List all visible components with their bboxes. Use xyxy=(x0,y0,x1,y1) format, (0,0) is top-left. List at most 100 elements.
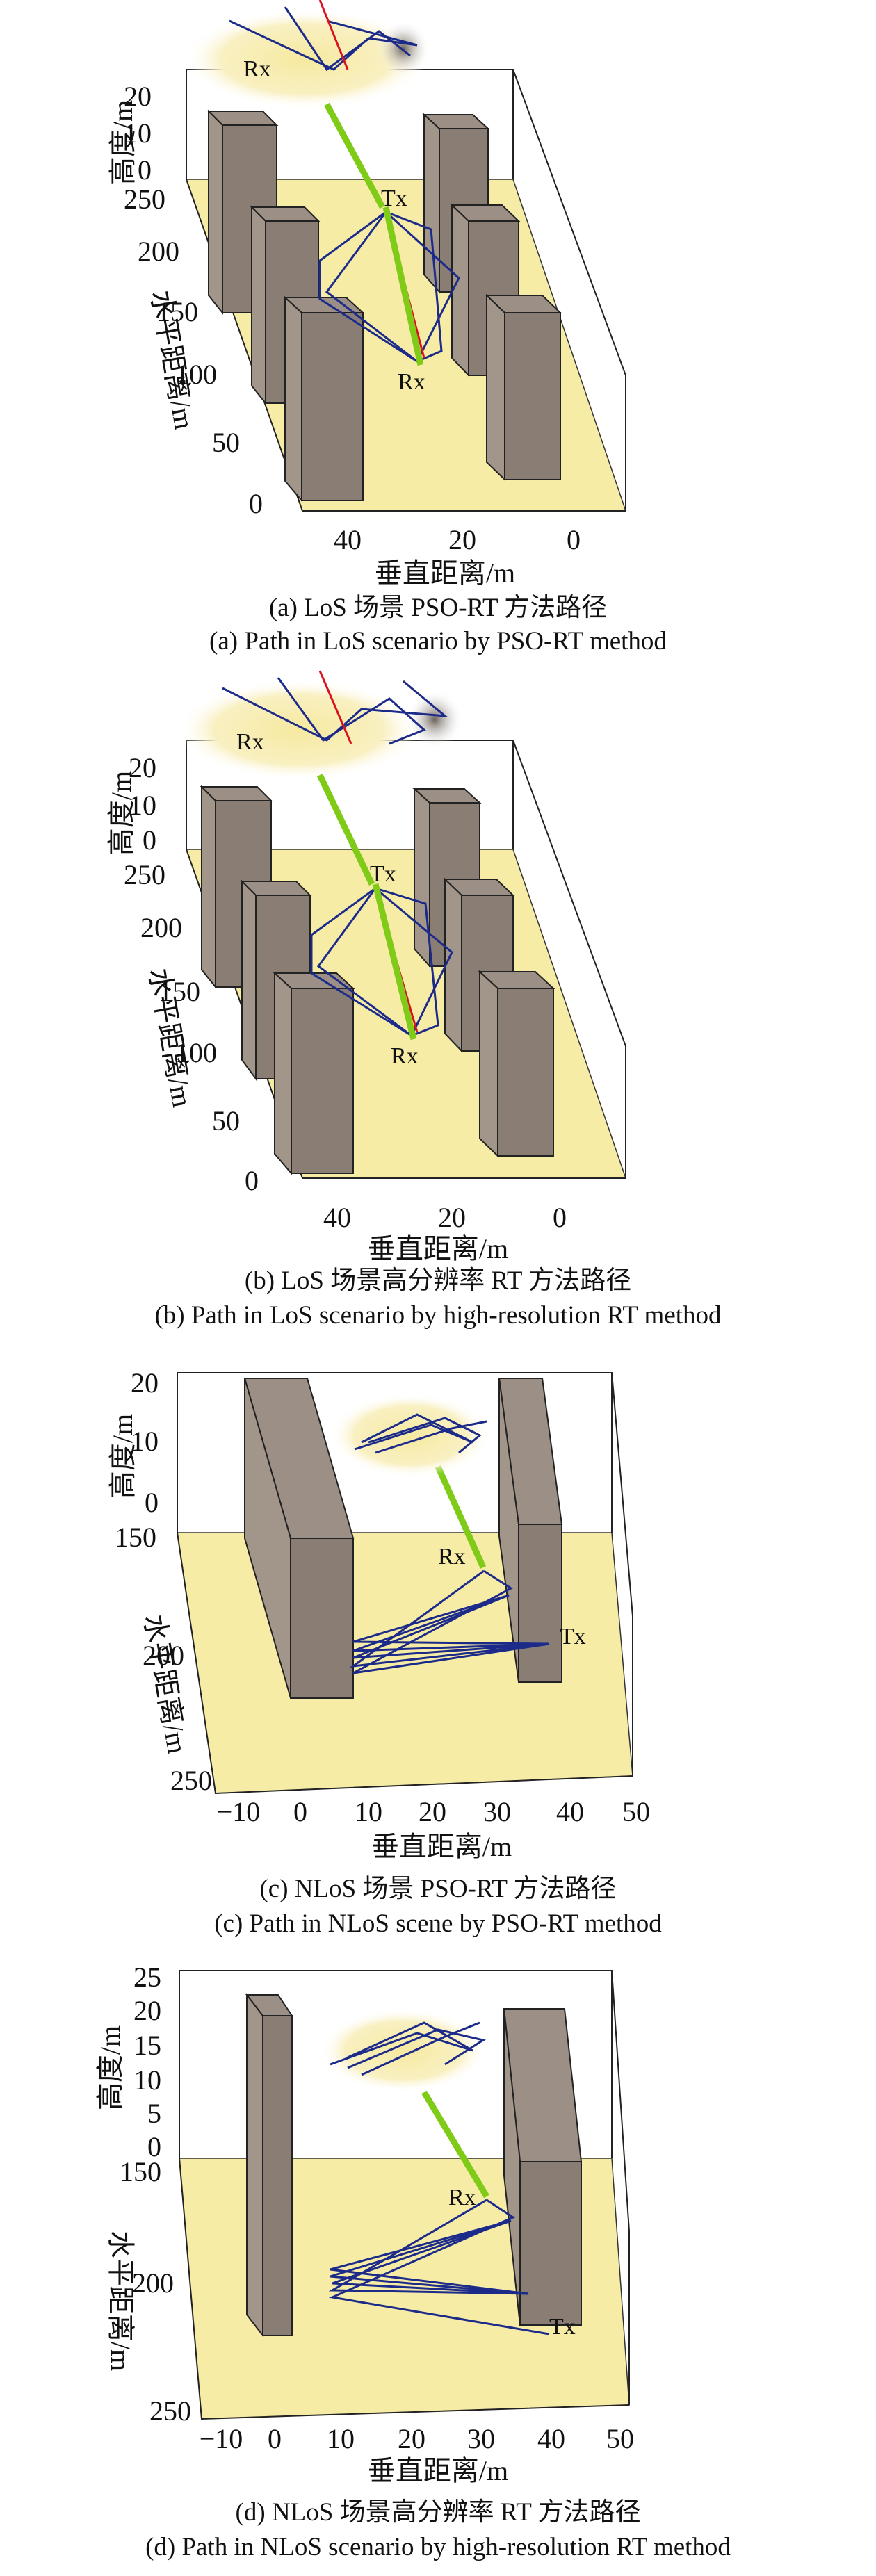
axes-box xyxy=(177,1372,633,1795)
z-tick: 20 xyxy=(129,752,156,783)
x-tick: 30 xyxy=(483,1796,511,1827)
z-tick: 10 xyxy=(133,2064,161,2096)
x-tick: 50 xyxy=(606,2423,634,2454)
caption-cn: (d) NLoS 场景高分辨率 RT 方法路径 xyxy=(235,2498,641,2527)
z-axis-label: 高度/m xyxy=(107,100,138,185)
x-axis-label: 垂直距离/m xyxy=(371,1831,512,1862)
x-axis-label: 垂直距离/m xyxy=(368,1233,508,1264)
propagation-paths xyxy=(328,2090,550,2335)
inset-rx-label: Rx xyxy=(236,729,264,755)
z-tick: 0 xyxy=(138,154,152,186)
rx-label: Rx xyxy=(448,2185,476,2210)
y-tick: 200 xyxy=(132,2267,174,2299)
z-tick: 20 xyxy=(131,1367,159,1399)
z-axis-label: 高度/m xyxy=(107,1414,138,1499)
panel-b-figure: Tx Rx Rx 20 10 0 高度/m 250 200 150 100 50… xyxy=(106,670,627,1264)
y-tick: 50 xyxy=(212,1105,240,1136)
rx-zoom-inset: Rx xyxy=(177,670,462,780)
caption-cn: (b) LoS 场景高分辨率 RT 方法路径 xyxy=(244,1266,632,1295)
propagation-paths xyxy=(318,206,460,366)
building xyxy=(243,1378,355,1699)
panel-a-figure: Tx Rx Rx 20 10 0 高度/m 250 200 150 100 50… xyxy=(107,0,627,589)
x-axis-label: 垂直距离/m xyxy=(375,557,515,589)
y-tick: 200 xyxy=(143,1640,184,1671)
axes-box xyxy=(179,1970,630,2420)
y-tick: 200 xyxy=(140,912,182,943)
y-tick: 150 xyxy=(159,976,200,1007)
z-tick: 10 xyxy=(131,1426,159,1457)
y-tick: 150 xyxy=(120,2156,161,2187)
x-tick: 10 xyxy=(327,2423,355,2454)
x-tick: 20 xyxy=(398,2423,425,2454)
building xyxy=(485,293,562,482)
y-tick: 100 xyxy=(175,1037,217,1068)
x-tick: 0 xyxy=(553,1202,567,1233)
los-ray xyxy=(382,206,424,366)
x-tick: 40 xyxy=(323,1202,351,1233)
z-axis-label: 高度/m xyxy=(106,771,137,856)
y-axis-label: 水平距离/m xyxy=(138,1612,193,1756)
x-tick: 0 xyxy=(567,524,581,555)
y-tick: 100 xyxy=(175,359,217,390)
x-tick: 0 xyxy=(293,1796,307,1827)
los-ray xyxy=(435,1465,487,1569)
building xyxy=(273,971,355,1175)
y-tick: 0 xyxy=(245,1165,259,1196)
ground-plane xyxy=(177,1532,633,1794)
building xyxy=(478,970,555,1158)
los-ray-up xyxy=(324,102,385,209)
caption-cn: (a) LoS 场景 PSO-RT 方法路径 xyxy=(268,594,608,622)
los-ray xyxy=(421,2090,489,2199)
x-axis-label: 垂直距离/m xyxy=(368,2455,508,2486)
y-tick: 50 xyxy=(212,427,240,458)
tx-label: Tx xyxy=(560,1624,586,1649)
x-tick: 20 xyxy=(438,1202,466,1233)
z-tick: 0 xyxy=(143,824,156,856)
panel-c: Rx Tx 20 10 0 高度/m 150 200 250 水平距离/m −1… xyxy=(0,1338,876,1953)
y-tick: 150 xyxy=(115,1522,156,1553)
panel-a: Tx Rx Rx 20 10 0 高度/m 250 200 150 100 50… xyxy=(0,0,876,667)
z-tick: 5 xyxy=(147,2098,161,2129)
inset-rx-label: Rx xyxy=(243,56,271,82)
building xyxy=(503,2008,583,2326)
z-tick: 10 xyxy=(129,790,156,821)
z-tick: 20 xyxy=(124,81,152,112)
caption-en: (a) Path in LoS scenario by PSO-RT metho… xyxy=(209,627,667,655)
y-axis-label: 水平距离/m xyxy=(105,2231,136,2371)
x-tick: 20 xyxy=(448,524,476,555)
caption-en: (c) Path in NLoS scene by PSO-RT method xyxy=(214,1909,662,1938)
rx-zoom-inset: Rx xyxy=(184,0,430,109)
y-tick: 200 xyxy=(138,236,179,267)
z-tick: 10 xyxy=(124,117,152,149)
y-tick: 150 xyxy=(156,296,198,327)
x-tick: 40 xyxy=(537,2423,565,2454)
rx-zoom-inset xyxy=(330,1394,490,1477)
y-tick: 250 xyxy=(124,184,165,215)
los-ray-up xyxy=(316,774,375,886)
y-tick: 250 xyxy=(170,1765,212,1796)
y-tick: 250 xyxy=(124,859,165,890)
x-tick: 20 xyxy=(419,1796,446,1827)
x-tick: 0 xyxy=(268,2423,282,2454)
y-tick: 250 xyxy=(149,2395,191,2427)
x-tick: 40 xyxy=(556,1796,584,1827)
propagation-paths xyxy=(310,883,453,1041)
panel-b: Tx Rx Rx 20 10 0 高度/m 250 200 150 100 50… xyxy=(0,667,876,1338)
rx-label: Rx xyxy=(438,1544,466,1570)
panel-d-figure: Rx Tx 25 20 15 10 5 0 高度/m 150 200 250 水… xyxy=(95,1962,634,2486)
tx-label: Tx xyxy=(549,2314,576,2340)
z-tick: 0 xyxy=(147,2131,161,2162)
rx-zoom-inset xyxy=(320,2009,487,2092)
caption-en: (b) Path in LoS scenario by high-resolut… xyxy=(154,1301,722,1330)
propagation-paths xyxy=(349,1465,550,1674)
z-axis-label: 高度/m xyxy=(95,2025,126,2110)
building xyxy=(245,1993,293,2338)
x-tick: 10 xyxy=(355,1796,382,1827)
x-tick: −10 xyxy=(217,1796,261,1827)
x-tick: 50 xyxy=(622,1796,650,1827)
building xyxy=(283,295,365,503)
z-tick: 20 xyxy=(133,1995,161,2026)
rx-label: Rx xyxy=(398,369,425,395)
rx-label: Rx xyxy=(391,1043,419,1069)
caption-en: (d) Path in NLoS scenario by high-resolu… xyxy=(145,2533,731,2561)
